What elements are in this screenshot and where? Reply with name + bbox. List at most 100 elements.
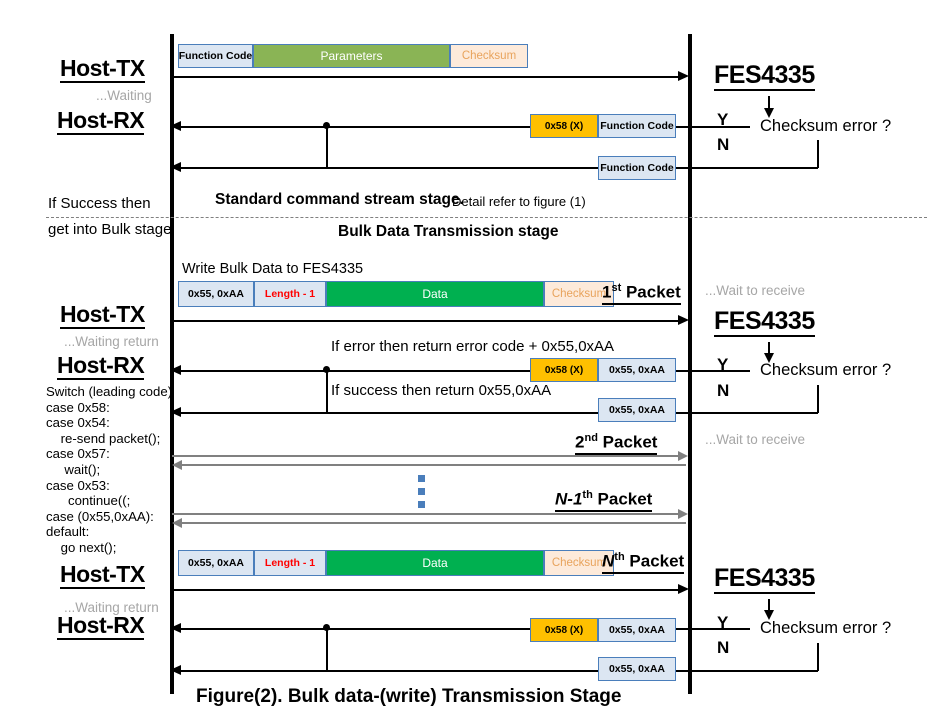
bulk-tx-packet-n: 0x55, 0xAA Length - 1 Data Checksum xyxy=(178,550,614,576)
bulk-txn-arrow-line xyxy=(172,589,682,591)
bulk-note-success-return: If success then return 0x55,0xAA xyxy=(331,382,552,399)
packet-n-number: N xyxy=(602,551,615,571)
std-tx-field-parameters: Parameters xyxy=(253,44,450,68)
bulk-rxn-field-error-code: 0x58 (X) xyxy=(530,618,598,642)
bulk-tx1-field-data: Data xyxy=(326,281,544,307)
role-host-rx-1: Host-RX xyxy=(57,108,145,136)
role-device-1: FES4335 xyxy=(714,62,815,92)
packet-n1-sup: th xyxy=(582,489,593,501)
status-waiting-return-2: ...Waiting return xyxy=(64,334,159,349)
std-rx-field-error-code: 0x58 (X) xyxy=(530,114,598,138)
packet-2-sup: nd xyxy=(584,432,598,444)
device-decision-line-1 xyxy=(768,96,770,112)
packet-n-word: Packet xyxy=(624,551,685,571)
stage-if-success: If Success then xyxy=(48,195,151,212)
packet-1-sup: st xyxy=(611,282,622,294)
std-rx-field-function-code: Function Code xyxy=(598,114,676,138)
packet-n1-number: N-1 xyxy=(555,489,583,509)
std-rx-error-packet: 0x58 (X) Function Code xyxy=(530,114,676,138)
packet-2-number: 2 xyxy=(575,432,585,452)
bulk-rx2-arrow-line xyxy=(180,464,686,466)
decision-yes-1: Y xyxy=(717,110,729,129)
no-branch-vline-3 xyxy=(817,643,819,671)
status-waiting-return-3: ...Waiting return xyxy=(64,600,159,615)
bulk-rx-ok-packet-1: 0x55, 0xAA xyxy=(598,398,676,422)
yes-branch-line-1 xyxy=(180,126,750,128)
host-lifeline-bottom xyxy=(170,222,174,694)
bulk-txn-field-leading: 0x55, 0xAA xyxy=(178,550,254,576)
bulk-tx2-arrow-line xyxy=(172,455,684,457)
decision-yes-3: Y xyxy=(717,613,729,632)
checksum-question-3: Checksum error ? xyxy=(760,619,892,637)
bulk-txn-field-length: Length - 1 xyxy=(254,550,326,576)
std-rx-ok-field-function-code: Function Code xyxy=(598,156,676,180)
packet-1-word: Packet xyxy=(621,282,681,302)
bulk-branch-vline-n xyxy=(326,628,328,670)
role-device-2: FES4335 xyxy=(714,308,815,338)
bulk-packet-label-n-1: N-1th Packet xyxy=(555,489,653,512)
bulk-txn-field-data: Data xyxy=(326,550,544,576)
ellipsis-dot-2 xyxy=(418,488,425,495)
bulk-rx-ok-packet-n: 0x55, 0xAA xyxy=(598,657,676,681)
std-rx-ok-packet: Function Code xyxy=(598,156,676,180)
status-wait-receive-2: ...Wait to receive xyxy=(705,432,806,447)
no-branch-arrow-1 xyxy=(170,162,181,172)
no-branch-vline-2 xyxy=(817,385,819,413)
ellipsis-dot-1 xyxy=(418,475,425,482)
device-decision-line-2 xyxy=(768,342,770,358)
bulk-tx1-field-leading: 0x55, 0xAA xyxy=(178,281,254,307)
bulk-rx-error-packet-1: 0x58 (X) 0x55, 0xAA xyxy=(530,358,676,382)
bulk-tx-packet-1: 0x55, 0xAA Length - 1 Data Checksum xyxy=(178,281,614,307)
status-wait-receive-1: ...Wait to receive xyxy=(705,283,806,298)
yes-branch-line-2 xyxy=(180,370,750,372)
role-host-tx-3: Host-TX xyxy=(60,562,145,590)
switch-case-code: Switch (leading code) case 0x58: case 0x… xyxy=(46,384,173,555)
std-branch-dot xyxy=(323,122,330,129)
std-tx-field-checksum: Checksum xyxy=(450,44,528,68)
std-tx-packet: Function Code Parameters Checksum xyxy=(178,44,528,68)
stage-get-into-bulk: get into Bulk stage xyxy=(48,221,172,238)
bulk-rx-okn-field-leading: 0x55, 0xAA xyxy=(598,657,676,681)
device-lifeline-top xyxy=(688,34,692,222)
bulk-txn-arrow-head xyxy=(678,584,689,594)
yes-branch-arrow-3 xyxy=(170,623,181,633)
decision-no-3: N xyxy=(717,638,730,657)
ellipsis-dot-3 xyxy=(418,501,425,508)
std-tx-arrow-head xyxy=(678,71,689,81)
bulk-txn-field-checksum: Checksum xyxy=(544,550,614,576)
packet-n1-word: Packet xyxy=(592,489,653,509)
packet-2-word: Packet xyxy=(597,432,658,452)
role-host-tx-2: Host-TX xyxy=(60,302,145,330)
stage-divider xyxy=(46,217,927,218)
bulk-branch-vline-1 xyxy=(326,370,328,412)
yes-branch-arrow-2 xyxy=(170,365,181,375)
bulk-rx1-field-error-code: 0x58 (X) xyxy=(530,358,598,382)
no-branch-line-2 xyxy=(180,412,818,414)
figure-caption: Figure(2). Bulk data-(write) Transmissio… xyxy=(196,686,622,707)
bulk-note-error-return: If error then return error code + 0x55,0… xyxy=(331,338,615,355)
bulk-txn1-arrow-head xyxy=(678,509,688,519)
role-device-3: FES4335 xyxy=(714,565,815,595)
device-decision-arrow-3 xyxy=(764,610,774,620)
no-branch-line-1 xyxy=(180,167,818,169)
device-decision-arrow-2 xyxy=(764,353,774,363)
decision-yes-2: Y xyxy=(717,355,729,374)
bulk-rx-error-packet-n: 0x58 (X) 0x55, 0xAA xyxy=(530,618,676,642)
bulk-rx2-arrow-head xyxy=(172,460,182,470)
role-host-rx-2: Host-RX xyxy=(57,353,145,381)
bulk-packet-label-n: Nth Packet xyxy=(602,551,685,574)
bulk-rx1-field-leading: 0x55, 0xAA xyxy=(598,358,676,382)
bulk-branch-dot-n xyxy=(323,624,330,631)
stage-standard-detail: Detail refer to figure (1) xyxy=(452,194,586,209)
bulk-rxn1-arrow-head xyxy=(172,518,182,528)
status-waiting-1: ...Waiting xyxy=(96,88,152,103)
stage-standard-label: Standard command stream stage. xyxy=(215,191,464,208)
bulk-tx1-arrow-line xyxy=(172,320,682,322)
no-branch-vline-1 xyxy=(817,140,819,168)
bulk-rx-ok1-field-leading: 0x55, 0xAA xyxy=(598,398,676,422)
bulk-branch-dot-1 xyxy=(323,366,330,373)
role-host-rx-3: Host-RX xyxy=(57,613,145,641)
no-branch-line-3 xyxy=(180,670,818,672)
bulk-txn1-arrow-line xyxy=(172,513,684,515)
